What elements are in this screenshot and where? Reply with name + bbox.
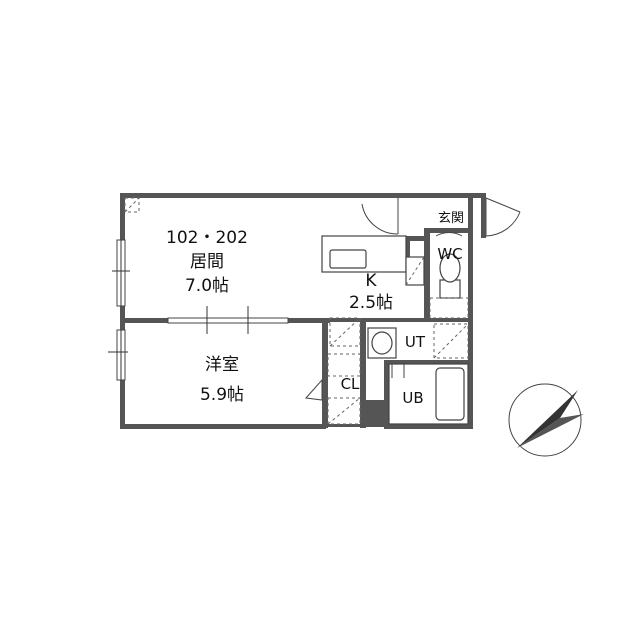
kitchen-size: 2.5帖 bbox=[349, 293, 393, 313]
entrance-door bbox=[361, 197, 521, 238]
closet-shelf bbox=[327, 353, 361, 377]
wc-storage bbox=[429, 297, 469, 319]
wall-right bbox=[468, 193, 473, 429]
wall-bottom-right bbox=[384, 424, 473, 429]
kitchen-name: K bbox=[365, 271, 377, 291]
outer-walls bbox=[120, 193, 486, 429]
wall-left bbox=[120, 193, 125, 429]
wall-ut-bath bbox=[384, 360, 470, 364]
ac-mark bbox=[124, 197, 140, 213]
closet-fixtures bbox=[304, 353, 384, 425]
wall-closet-ut bbox=[360, 318, 366, 428]
bath-label: UB bbox=[402, 389, 423, 407]
wall-kitchen-stub bbox=[404, 241, 410, 257]
wall-wc-left bbox=[424, 228, 430, 320]
fridge-space bbox=[405, 256, 425, 286]
washbasin-icon bbox=[371, 331, 393, 355]
western-room-name: 洋室 bbox=[205, 355, 239, 375]
pipe-space bbox=[364, 400, 384, 424]
unit-number-label: 102・202 bbox=[166, 228, 248, 248]
entrance-label: 玄関 bbox=[438, 211, 464, 226]
toilet-tank-icon bbox=[439, 279, 461, 299]
bathtub-icon bbox=[435, 367, 465, 421]
wall-western-closet bbox=[322, 318, 328, 428]
closet-label: CL bbox=[341, 375, 360, 393]
closet-lower bbox=[327, 397, 361, 425]
western-room-size: 5.9帖 bbox=[200, 385, 244, 405]
kitchen-sink-icon bbox=[329, 249, 367, 269]
windows bbox=[108, 239, 289, 381]
ut-fixtures bbox=[367, 323, 469, 359]
living-room-name: 居間 bbox=[190, 252, 224, 272]
ub-fixtures bbox=[388, 363, 469, 425]
wall-bottom-left bbox=[120, 424, 326, 429]
living-room-size: 7.0帖 bbox=[185, 276, 229, 296]
kitchen-storage bbox=[329, 317, 361, 347]
wall-ut-top bbox=[366, 318, 470, 322]
wall-top bbox=[120, 193, 486, 198]
wall-bath-left bbox=[384, 360, 389, 428]
north-arrow-icon bbox=[508, 383, 584, 457]
toilet-bowl-icon bbox=[439, 253, 461, 283]
wc-fixtures bbox=[429, 232, 469, 319]
wall-closet-top bbox=[328, 318, 360, 322]
sliding-door-western bbox=[167, 317, 289, 324]
washer-space bbox=[433, 323, 469, 359]
entrance-jamb bbox=[481, 198, 486, 238]
wall-wc-top bbox=[424, 228, 468, 233]
kitchen-fixtures bbox=[321, 235, 425, 347]
room-labels: 102・202 居間 7.0帖 K 2.5帖 洋室 5.9帖 CL UT UB … bbox=[166, 211, 464, 407]
toilet-label: WC bbox=[437, 245, 462, 263]
wall-bottom-mid bbox=[326, 424, 384, 427]
utility-label: UT bbox=[405, 333, 426, 351]
